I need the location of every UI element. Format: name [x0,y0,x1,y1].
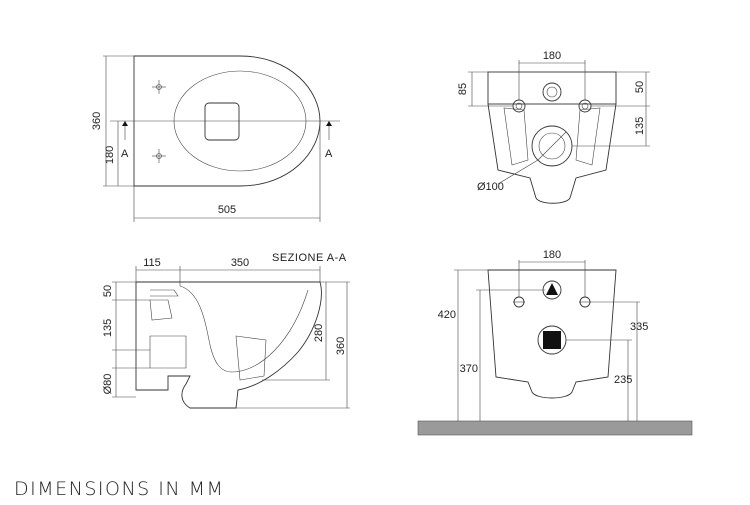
rear-view-spacing-label: 180 [543,50,561,62]
rear-view-left-label: 85 [457,83,469,95]
section-offset-label: 115 [143,257,161,269]
top-view-section-left-label: A [121,148,129,160]
rear-view-flange [487,71,617,105]
top-view-half-height-label: 180 [104,146,116,164]
section-top-label: 50 [102,285,114,297]
section-length-label: 350 [231,257,249,269]
section-pipe-label: Ø80 [102,374,114,395]
top-view: A A 360 180 505 [91,55,340,222]
square-icon [543,331,561,349]
rear-view: 180 85 50 135 Ø100 [457,50,650,204]
front-view-spacing-label: 180 [543,249,561,261]
section-outer-height-label: 360 [335,337,347,355]
front-view-left-total-label: 420 [438,309,456,321]
section-inner-height-label: 280 [313,324,325,342]
top-view-holes [152,80,166,163]
rear-view-pipe-label: Ø100 [477,181,504,193]
rear-view-top-hole [542,82,562,102]
section-inner-bowl [179,285,309,373]
section-view: SEZIONE A-A 115 350 50 135 Ø80 280 36 [102,252,350,409]
front-view-body [487,269,617,399]
front-view-floor [417,420,693,436]
rear-view-right-mid-label: 135 [634,117,646,135]
top-view-width-label: 505 [218,204,236,216]
section-outer-profile [135,281,322,409]
rear-view-body [487,103,617,204]
rear-view-right-top-label: 50 [634,81,646,93]
section-title: SEZIONE A-A [272,252,347,264]
front-view: 180 420 370 335 235 [417,249,693,436]
front-view-left-lower-label: 370 [460,363,478,375]
top-view-center-square [204,102,240,141]
front-view-right-lower-label: 235 [614,374,632,386]
section-mid-label: 135 [102,319,114,337]
top-view-section-right-label: A [325,148,333,160]
top-view-height-label: 360 [91,112,103,130]
rear-view-right-hole [578,99,592,113]
front-view-right-upper-label: 335 [630,321,648,333]
triangle-icon [546,283,558,295]
rear-view-left-hole [512,99,526,113]
dimensions-footer-title: DIMENSIONS IN MM [14,478,225,500]
